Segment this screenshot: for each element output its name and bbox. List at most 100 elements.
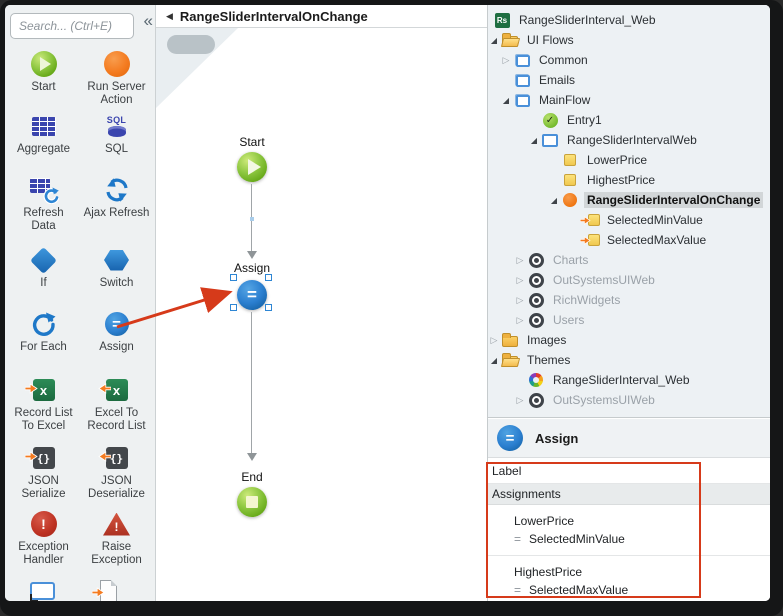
screen-icon [540, 130, 560, 150]
tool-label: Excel To Record List [87, 407, 146, 432]
json-serialize-icon: {} [24, 442, 55, 474]
flow-canvas[interactable]: ◀ RangeSliderIntervalOnChange Start Assi… [156, 5, 487, 601]
equals-sign: = [514, 532, 522, 546]
assign-node[interactable]: = [237, 280, 267, 310]
tree-item-outsystemsuiweb[interactable]: ▷OutSystemsUIWeb [488, 390, 770, 410]
tree-item-common[interactable]: ▷Common [488, 50, 770, 70]
tree-item-label: Images [527, 333, 567, 347]
end-node-label: End [241, 470, 263, 484]
tree-item-rangesliderintervalweb[interactable]: ◢ RangeSliderIntervalWeb [488, 130, 770, 150]
expander-closed-icon[interactable]: ▷ [516, 254, 524, 265]
tree-item-selectedmaxvalue[interactable]: SelectedMaxValue [488, 230, 770, 250]
tree-item-highestprice[interactable]: HighestPrice [488, 170, 770, 190]
expander-open-icon[interactable]: ◢ [550, 195, 558, 205]
webflow-icon [512, 50, 532, 70]
tool-raise-exception[interactable]: !Raise Exception [80, 505, 153, 573]
feedback-message-icon[interactable] [30, 582, 55, 601]
input-param-icon [580, 230, 600, 250]
tool-if[interactable]: If [7, 241, 80, 305]
back-chevron-icon[interactable]: ◀ [166, 10, 173, 21]
tree-item-rangesliderinterval-web[interactable]: RangeSliderInterval_Web [488, 370, 770, 390]
tree-item-label: RangeSliderIntervalWeb [567, 133, 697, 147]
tool-label: Assign [99, 341, 134, 353]
expander-open-icon[interactable]: ◢ [490, 35, 498, 45]
tree-item-rangesliderintervalonchange[interactable]: ◢RangeSliderIntervalOnChange [488, 190, 770, 210]
tree-item-mainflow[interactable]: ◢ MainFlow [488, 90, 770, 110]
module-dark-icon [526, 390, 546, 410]
assignment-value[interactable]: SelectedMinValue [529, 532, 625, 546]
tree-item-label: UI Flows [527, 33, 574, 47]
equals-sign: = [514, 583, 522, 597]
excel-to-record-list-icon: x [97, 374, 128, 406]
expander-open-icon[interactable]: ◢ [490, 355, 498, 365]
module-dark-icon [526, 310, 546, 330]
collapse-panel-icon[interactable]: « [143, 11, 153, 30]
expander-closed-icon[interactable]: ▷ [490, 334, 498, 345]
selection-handle[interactable] [229, 273, 237, 281]
tree-item-label: Charts [553, 253, 589, 267]
tree-item-outsystemsuiweb[interactable]: ▷OutSystemsUIWeb [488, 270, 770, 290]
tool-exception-handler[interactable]: !Exception Handler [7, 505, 80, 573]
tree-item-label: RangeSliderInterval_Web [553, 373, 690, 387]
selection-handle[interactable] [264, 303, 272, 311]
assignment-row[interactable]: HighestPrice = SelectedMaxValue [488, 556, 770, 601]
assignment-row[interactable]: LowerPrice = SelectedMinValue [488, 505, 770, 556]
tool-label: SQL [104, 143, 128, 155]
expander-open-icon[interactable]: ◢ [530, 135, 538, 145]
expander-closed-icon[interactable]: ▷ [502, 54, 510, 65]
tree-item-lowerprice[interactable]: LowerPrice [488, 150, 770, 170]
tree-item-label: MainFlow [539, 93, 591, 107]
expander-closed-icon[interactable]: ▷ [516, 314, 524, 325]
tool-start[interactable]: Start [7, 45, 80, 107]
tree-item-entry1[interactable]: ✓Entry1 [488, 110, 770, 130]
expander-closed-icon[interactable]: ▷ [516, 274, 524, 285]
tool-ajax-refresh[interactable]: Ajax Refresh [80, 171, 153, 241]
tree-item-images[interactable]: ▷ Images [488, 330, 770, 350]
assignment-variable[interactable]: LowerPrice [514, 514, 575, 528]
tool-switch[interactable]: Switch [80, 241, 153, 305]
tree-item-emails[interactable]: Emails [488, 70, 770, 90]
assignment-variable[interactable]: HighestPrice [514, 565, 583, 579]
start-node[interactable] [237, 152, 267, 182]
tool-aggregate[interactable]: Aggregate [7, 107, 80, 171]
theme-icon [526, 370, 546, 390]
tool-for-each[interactable]: For Each [7, 305, 80, 371]
expander-closed-icon[interactable]: ▷ [516, 294, 524, 305]
tool-run-server-action[interactable]: Run Server Action [80, 45, 153, 107]
tree-item-selectedminvalue[interactable]: SelectedMinValue [488, 210, 770, 230]
property-row-label[interactable]: Label [488, 458, 770, 484]
tool-assign[interactable]: =Assign [80, 305, 153, 371]
tool-refresh-data[interactable]: Refresh Data [7, 171, 80, 241]
equals-icon: = [247, 285, 257, 304]
tool-label: JSON Serialize [21, 475, 66, 500]
expander-open-icon[interactable]: ◢ [502, 95, 510, 105]
search-input[interactable] [10, 13, 134, 39]
assignment-value[interactable]: SelectedMaxValue [529, 583, 629, 597]
properties-header: = Assign [488, 419, 770, 458]
tree-item-richwidgets[interactable]: ▷RichWidgets [488, 290, 770, 310]
if-icon [30, 244, 57, 276]
tree-item-themes[interactable]: ◢Themes [488, 350, 770, 370]
tree-item-label: Entry1 [567, 113, 602, 127]
tool-json-serialize[interactable]: {}JSON Serialize [7, 439, 80, 505]
expander-closed-icon[interactable]: ▷ [516, 394, 524, 405]
folder-icon [500, 330, 520, 350]
tool-json-deserialize[interactable]: {}JSON Deserialize [80, 439, 153, 505]
tree-item-users[interactable]: ▷Users [488, 310, 770, 330]
selection-handle[interactable] [229, 303, 237, 311]
tree-item-ui-flows[interactable]: ◢ UI Flows [488, 30, 770, 50]
tree-item-charts[interactable]: ▷ Charts [488, 250, 770, 270]
selection-handle[interactable] [264, 273, 272, 281]
property-section-assignments[interactable]: Assignments [488, 484, 770, 505]
import-file-icon[interactable] [91, 580, 117, 601]
tool-label: Ajax Refresh [83, 207, 150, 219]
tool-label: JSON Deserialize [88, 475, 145, 500]
end-node[interactable] [237, 487, 267, 517]
exception-handler-icon: ! [30, 508, 57, 540]
